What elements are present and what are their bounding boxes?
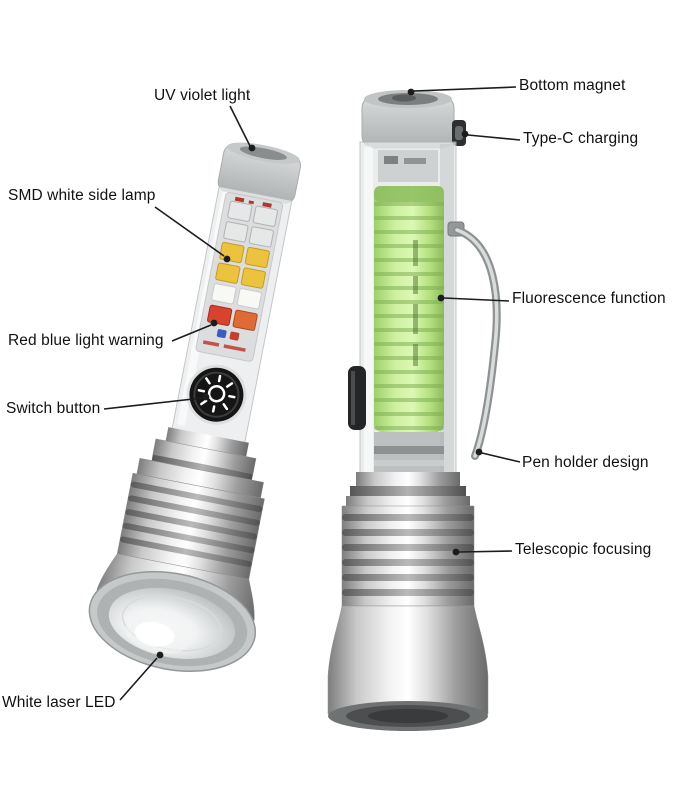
- callout-telescopic-focusing: [452, 548, 513, 556]
- type-c-port: [452, 120, 466, 146]
- battery-text-marks: [413, 240, 418, 366]
- left-flashlight: [88, 142, 301, 672]
- label-bottom-magnet: Bottom magnet: [519, 77, 626, 94]
- light-rays-icon: [197, 374, 236, 413]
- label-switch-button: Switch button: [6, 400, 101, 417]
- left-head: [88, 427, 265, 672]
- label-uv-violet-light: UV violet light: [154, 87, 251, 104]
- callout-red-blue-light-warning: [171, 319, 218, 342]
- callout-type-c-charging: [461, 130, 521, 141]
- label-smd-white-side-lamp: SMD white side lamp: [8, 187, 156, 204]
- pen-clip: [447, 221, 501, 460]
- label-type-c-charging: Type-C charging: [523, 130, 639, 147]
- led-panel: [195, 192, 284, 362]
- lower-internals: [374, 432, 444, 472]
- bottom-magnet-cap: [361, 90, 455, 149]
- label-fluorescence-function: Fluorescence function: [512, 290, 666, 307]
- switch-button-graphic: [186, 364, 247, 425]
- telescopic-head: [327, 505, 489, 731]
- side-module: [348, 366, 366, 430]
- callout-white-laser-led: [119, 651, 164, 701]
- label-telescopic-focusing: Telescopic focusing: [515, 541, 652, 558]
- left-tail-cap: [217, 142, 301, 204]
- label-pen-holder-design: Pen holder design: [522, 454, 649, 471]
- callout-uv-violet-light: [229, 105, 256, 152]
- callout-lines: [103, 86, 521, 701]
- right-neck-rings: [346, 472, 470, 506]
- label-red-blue-light-warning: Red blue light warning: [8, 332, 164, 349]
- label-white-laser-led: White laser LED: [2, 694, 116, 711]
- callout-fluorescence-function: [437, 294, 510, 302]
- callout-switch-button: [103, 393, 210, 410]
- right-flashlight: [327, 90, 501, 731]
- panel-markings: [234, 196, 272, 208]
- callout-pen-holder-design: [475, 448, 521, 463]
- callout-smd-white-side-lamp: [154, 206, 231, 263]
- fluorescent-battery-core: [374, 186, 444, 432]
- lens: [88, 570, 257, 672]
- callout-bottom-magnet: [407, 86, 517, 96]
